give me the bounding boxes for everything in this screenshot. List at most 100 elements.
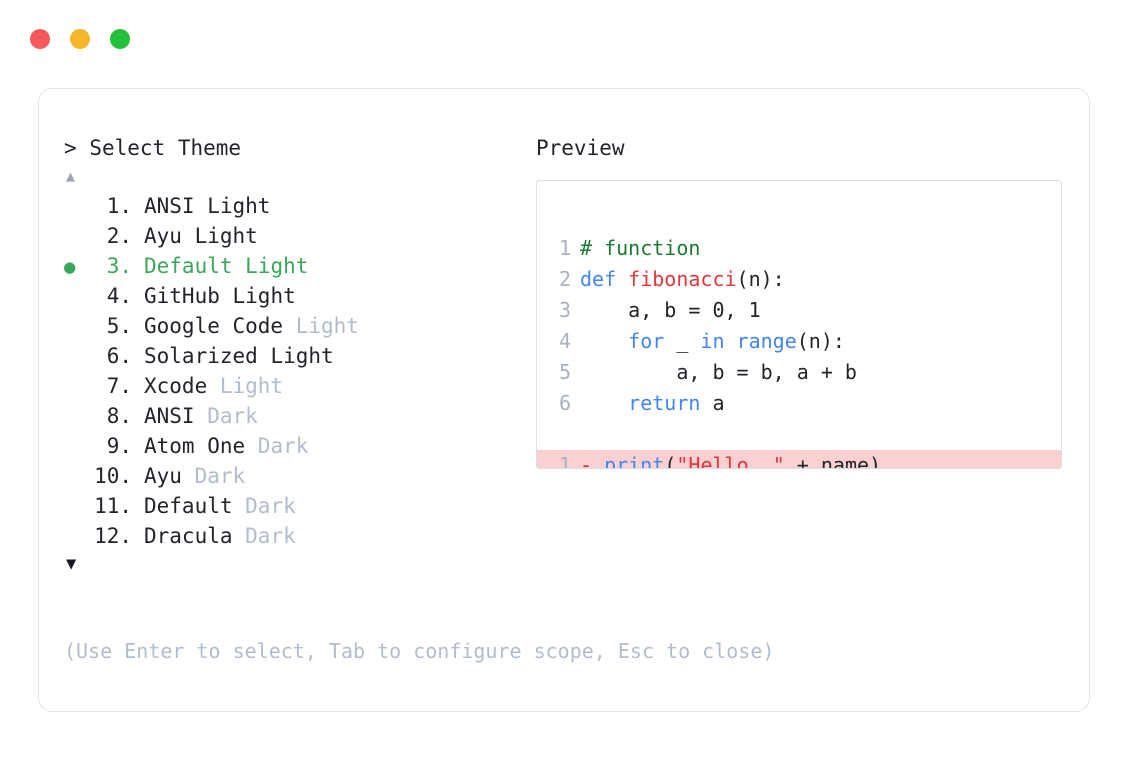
theme-list-item[interactable]: 9.Atom One Dark: [64, 431, 524, 461]
theme-item-label: Google Code Light: [132, 311, 359, 341]
prompt-caret-icon: >: [64, 136, 77, 160]
theme-item-number: 1.: [106, 194, 132, 218]
prompt-header: > Select Theme: [64, 133, 524, 163]
code-line-number: 5: [558, 360, 571, 384]
code-token: "Hello, ": [676, 453, 785, 469]
theme-item-variant: Light: [270, 344, 334, 368]
theme-list-item[interactable]: 8.ANSI Dark: [64, 401, 524, 431]
scroll-down-arrow-icon[interactable]: ▼: [66, 554, 77, 574]
theme-list-item[interactable]: 11.Default Dark: [64, 491, 524, 521]
scroll-up-arrow-icon[interactable]: ▲: [66, 167, 76, 185]
code-token: print: [604, 453, 665, 469]
code-token: a: [700, 391, 725, 415]
window-titlebar: [0, 0, 1129, 78]
code-diff-line: 1- print("Hello, " + name): [537, 450, 1061, 469]
close-button[interactable]: [30, 29, 50, 49]
prompt-title: Select Theme: [89, 136, 242, 160]
code-line-text: a, b = 0, 1: [571, 295, 761, 326]
theme-item-variant: Light: [207, 194, 271, 218]
theme-list: 1.ANSI Light 2.Ayu Light●3.Default Light…: [64, 191, 524, 551]
code-token: fibonacci: [628, 267, 737, 291]
preview-title: Preview: [536, 136, 625, 160]
theme-list-item[interactable]: 5.Google Code Light: [64, 311, 524, 341]
bullet-placeholder: [64, 342, 90, 372]
code-token: def: [580, 267, 629, 291]
code-line-text: a, b = b, a + b: [571, 357, 857, 388]
code-token: [580, 329, 628, 353]
theme-item-name: Dracula: [144, 524, 246, 548]
theme-item-name: Solarized: [144, 344, 271, 368]
minimize-button[interactable]: [70, 29, 90, 49]
theme-item-number: 5.: [106, 314, 132, 338]
theme-item-name: GitHub: [144, 284, 233, 308]
theme-item-variant: Dark: [245, 494, 296, 518]
code-token: # function: [580, 236, 701, 260]
theme-item-variant: Dark: [245, 524, 296, 548]
code-line-number: 2: [558, 267, 571, 291]
bullet-placeholder: [64, 462, 90, 492]
theme-item-number: 7.: [106, 374, 132, 398]
theme-list-item[interactable]: ● 3.Default Light: [64, 251, 524, 281]
bullet-placeholder: [64, 372, 90, 402]
theme-item-variant: Light: [194, 224, 258, 248]
code-token: a, b = 0, 1: [580, 298, 761, 322]
theme-list-item[interactable]: 6.Solarized Light: [64, 341, 524, 371]
theme-item-label: Atom One Dark: [132, 431, 308, 461]
code-token: (: [664, 453, 677, 469]
theme-item-name: Google Code: [144, 314, 296, 338]
theme-item-label: Solarized Light: [132, 341, 334, 371]
bullet-placeholder: [64, 492, 90, 522]
theme-item-label: Ayu Dark: [132, 461, 245, 491]
theme-item-number: 2.: [106, 224, 132, 248]
window-content: > Select Theme ▲ 1.ANSI Light 2.Ayu Ligh…: [39, 89, 1089, 711]
bullet-placeholder: [64, 522, 90, 552]
theme-item-name: Atom One: [144, 434, 258, 458]
theme-item-label: ANSI Dark: [132, 401, 258, 431]
bullet-placeholder: [64, 432, 90, 462]
theme-picker-window: > Select Theme ▲ 1.ANSI Light 2.Ayu Ligh…: [38, 88, 1090, 712]
theme-item-variant: Light: [232, 284, 296, 308]
theme-item-variant: Dark: [207, 404, 258, 428]
theme-item-number: 3.: [106, 254, 132, 278]
theme-list-item[interactable]: 12.Dracula Dark: [64, 521, 524, 551]
code-token: for: [628, 329, 665, 353]
code-line-number: 1: [558, 236, 571, 260]
theme-item-number: 4.: [106, 284, 132, 308]
theme-item-label: Dracula Dark: [132, 521, 296, 551]
theme-item-variant: Dark: [257, 434, 309, 458]
code-token: _: [664, 329, 701, 353]
theme-list-item[interactable]: 1. ANSI Light: [64, 191, 524, 221]
theme-item-name: ANSI: [144, 194, 208, 218]
theme-item-label: Default Light: [132, 251, 308, 281]
code-token: in: [700, 329, 737, 353]
code-token: + name): [784, 453, 882, 469]
diff-sign: -: [580, 453, 605, 469]
maximize-button[interactable]: [110, 29, 130, 49]
code-line-number: 6: [558, 391, 571, 415]
theme-list-item[interactable]: 7.Xcode Light: [64, 371, 524, 401]
code-token: range: [736, 329, 797, 353]
theme-item-label: Xcode Light: [132, 371, 283, 401]
theme-list-item[interactable]: 4. GitHub Light: [64, 281, 524, 311]
theme-item-label: Ayu Light: [132, 221, 258, 251]
theme-list-item[interactable]: 2.Ayu Light: [64, 221, 524, 251]
code-line-number: 3: [558, 298, 571, 322]
bullet-placeholder: [64, 222, 90, 252]
theme-item-name: Ayu: [144, 224, 195, 248]
code-line-text: def fibonacci(n):: [571, 264, 785, 295]
code-line-number: 4: [558, 329, 571, 353]
theme-item-label: Default Dark: [132, 491, 296, 521]
bullet-placeholder: [64, 282, 90, 312]
theme-item-name: Default: [144, 494, 246, 518]
keyboard-hint: (Use Enter to select, Tab to configure s…: [64, 639, 775, 663]
theme-list-item[interactable]: 10.Ayu Dark: [64, 461, 524, 491]
code-line-text: return a: [571, 388, 725, 419]
code-line-text: - print("Hello, " + name): [571, 450, 882, 469]
code-token: (n):: [736, 267, 785, 291]
theme-item-variant: Light: [295, 314, 359, 338]
selected-bullet-icon: ●: [64, 256, 76, 278]
